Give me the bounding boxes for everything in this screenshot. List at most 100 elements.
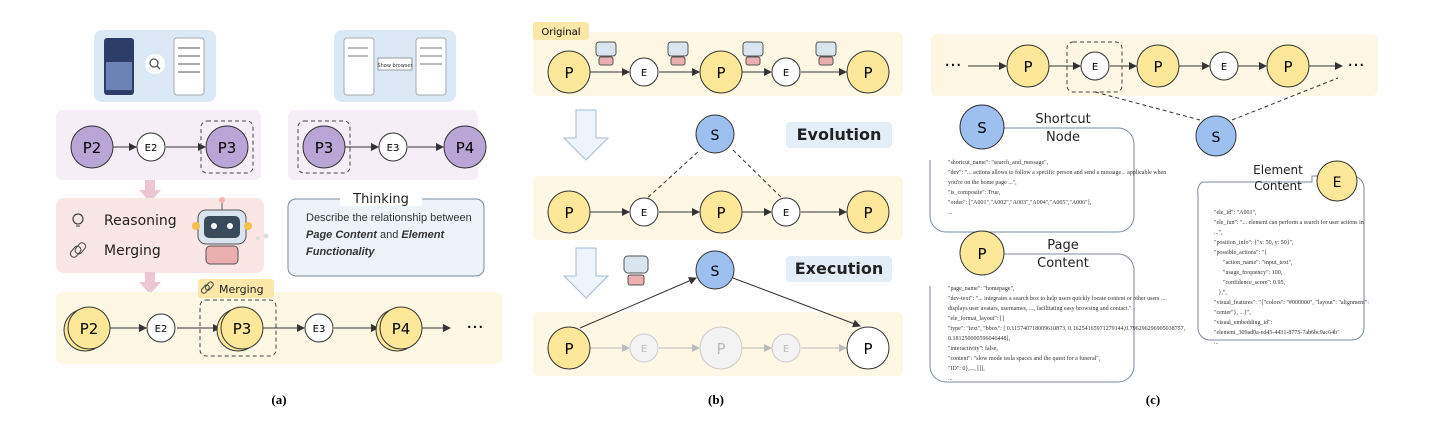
page-node: P (959, 230, 1005, 276)
json-line: "confidence_score": 0.95, (1214, 280, 1286, 286)
svg-text:S: S (977, 119, 987, 137)
panel-c: ··· ··· P E P E P S S Shortcut Node P Pa… (929, 34, 1378, 407)
element-node: E (629, 57, 659, 87)
svg-text:P: P (716, 204, 725, 222)
robot-icon (815, 41, 837, 66)
link-icon (69, 242, 87, 258)
shortcut-node: S (695, 114, 735, 154)
json-line: "ele_fun": "... element can perform a se… (1214, 220, 1364, 226)
page-node: P (699, 190, 743, 234)
shortcut-node: S (959, 104, 1005, 150)
element-node: E (1316, 160, 1358, 202)
ellipsis: ··· (466, 317, 483, 338)
search-icon (145, 54, 165, 74)
node-p4: P4 (443, 125, 487, 169)
element-highlight-box (1066, 41, 1123, 93)
element-node: E (629, 197, 659, 227)
robot-icon (623, 255, 649, 286)
element-title-1: Element (1253, 163, 1303, 177)
json-line: "interactivity": false, (948, 346, 998, 352)
page-json: "page_name": "homepage","dev-text": "...… (948, 284, 1185, 384)
thinking-text-and: and (376, 229, 402, 241)
thinking-text-line: Describe the relationship between (306, 212, 472, 224)
json-line: "visual_embedding_id": (1214, 320, 1273, 326)
node-e3: E3 (378, 132, 408, 162)
json-line: },", (1214, 290, 1227, 296)
svg-text:E: E (1333, 175, 1342, 191)
svg-text:E: E (783, 344, 789, 355)
json-line: "ID": 0},..., []], (948, 366, 985, 372)
svg-text:E: E (641, 344, 647, 355)
page-node: P (846, 190, 890, 234)
page-node: P (547, 50, 591, 94)
node-e3: E3 (304, 313, 334, 343)
svg-text:S: S (711, 264, 720, 280)
caption-a: (a) (271, 392, 286, 407)
element-node: E (1209, 51, 1239, 81)
link-icon (200, 281, 214, 294)
node-p3: P3 (216, 306, 264, 352)
svg-text:E2: E2 (155, 324, 168, 335)
element-node: E (1080, 51, 1110, 81)
page-node-skipped: P (699, 326, 743, 370)
shortcut-card (929, 127, 1135, 233)
element-json: "ele_id": "A001", "ele_fun": "... element… (1214, 208, 1369, 348)
json-line: "order": ["A001","A002","A003","A004","A… (948, 200, 1092, 206)
svg-text:P: P (977, 245, 986, 263)
json-line: "dev-text": "... integrates a search box… (948, 296, 1166, 302)
json-line: "is_composite": True, (948, 190, 1001, 196)
node-p2: P2 (63, 306, 111, 352)
element-card (1197, 175, 1365, 341)
original-tag (533, 22, 589, 40)
json-line: "ele_id": "A001", (1214, 210, 1257, 216)
node-p4: P4 (375, 306, 423, 352)
page-node: P (547, 326, 591, 370)
svg-text:P3: P3 (233, 320, 252, 338)
node-e2: E2 (136, 132, 166, 162)
ellipsis: ··· (1347, 55, 1364, 76)
page-node: P (1006, 44, 1050, 88)
evolution-label-box (786, 122, 892, 148)
svg-text:P: P (564, 204, 573, 222)
node-e2: E2 (146, 313, 176, 343)
svg-text:P: P (564, 340, 573, 358)
element-node-skipped: E (771, 333, 801, 363)
lightbulb-icon (72, 213, 84, 227)
json-line: "ele_format_layout": [] (948, 316, 1005, 322)
shortcut-title-2: Node (1046, 130, 1080, 145)
svg-text:P: P (863, 204, 872, 222)
reasoning-label: Reasoning (104, 213, 177, 229)
page-card (929, 253, 1135, 383)
page-node: P (846, 326, 890, 370)
phone-screenshot-icon (343, 37, 375, 96)
page-title-1: Page (1047, 238, 1078, 253)
svg-text:E3: E3 (313, 324, 326, 335)
svg-text:E: E (783, 208, 789, 219)
svg-text:P3: P3 (315, 139, 334, 157)
thinking-emphasis-element: Element Functionality (306, 229, 445, 258)
original-tag-text: Original (541, 27, 580, 38)
evolution-label: Evolution (797, 125, 882, 144)
svg-text:P4: P4 (392, 320, 411, 338)
page-title-2: Content (1037, 256, 1089, 271)
thinking-emphasis-page: Page Content (306, 229, 377, 241)
svg-text:P: P (1023, 58, 1032, 76)
down-arrow-icon (562, 247, 610, 299)
svg-text:P: P (863, 340, 872, 358)
robot-icon (667, 41, 689, 66)
json-line: ... (948, 210, 953, 216)
node-p3: P3 (302, 125, 346, 169)
merge-highlight-box (199, 299, 277, 357)
merging-tag-text: Merging (219, 283, 264, 296)
execution-label-box (786, 256, 892, 282)
svg-text:P2: P2 (80, 320, 99, 338)
browser-tag (377, 57, 413, 71)
page-node: P (1136, 44, 1180, 88)
json-line: ... (948, 376, 953, 382)
shortcut-title-1: Shortcut (1035, 112, 1090, 127)
caption-b: (b) (708, 392, 724, 407)
caption-c: (c) (1146, 392, 1160, 407)
svg-text:P: P (716, 64, 725, 82)
element-node-skipped: E (629, 333, 659, 363)
